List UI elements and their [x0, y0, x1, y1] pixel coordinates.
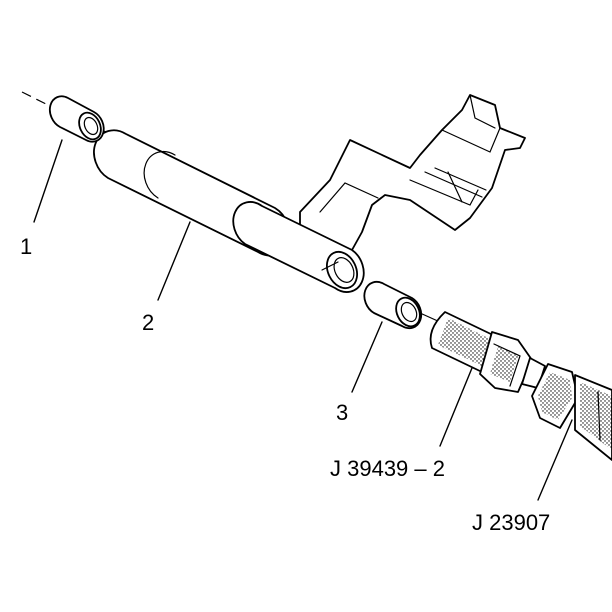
leader-1	[33, 139, 63, 223]
callout-j23907: J 23907	[472, 510, 550, 535]
callout-2: 2	[142, 310, 154, 335]
leader-3	[351, 321, 383, 393]
tube-end-opening	[326, 250, 358, 290]
tool-j39439-2	[429, 311, 546, 393]
leader-j23907	[537, 419, 573, 501]
callout-1: 1	[20, 234, 32, 259]
callout-3: 3	[336, 400, 348, 425]
callout-j39439-2: J 39439 – 2	[330, 456, 445, 481]
bushing-3	[363, 281, 423, 330]
tube-part-2	[93, 129, 365, 293]
leader-2	[157, 221, 191, 301]
leader-j39439-2	[439, 367, 473, 447]
tool-j23907	[531, 363, 612, 461]
bushing-1	[49, 95, 105, 143]
bracket	[299, 94, 526, 251]
